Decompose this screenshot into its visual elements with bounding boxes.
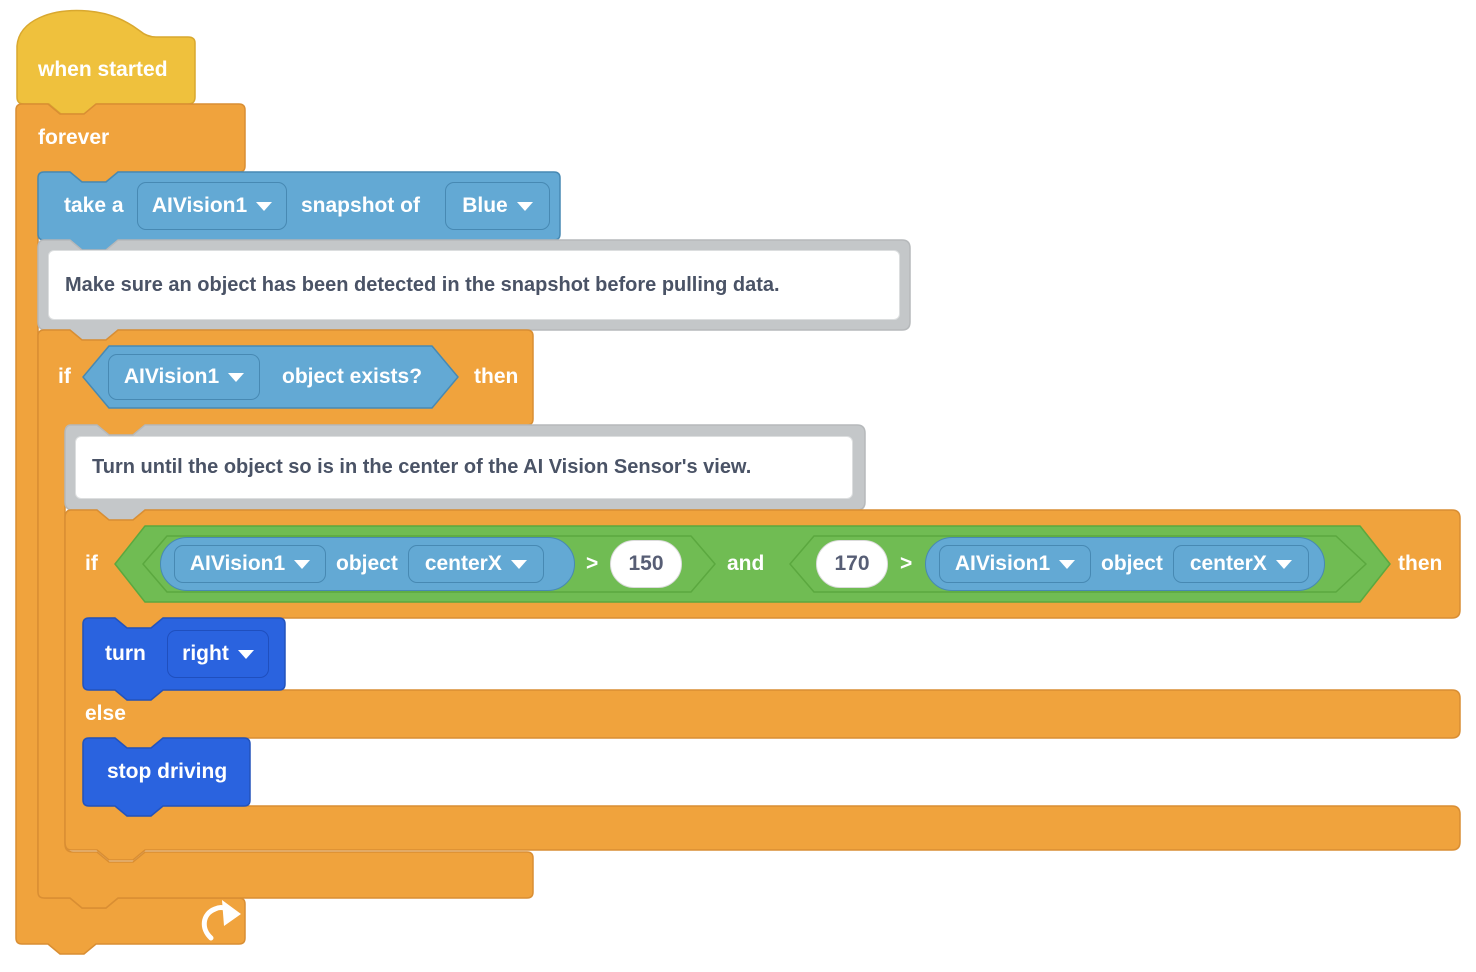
turn-label: turn xyxy=(105,642,146,665)
exists-device-label: AIVision1 xyxy=(123,365,220,388)
centerx-reporter-left[interactable]: AIVision1 object centerX xyxy=(160,537,575,591)
caret-down-icon xyxy=(510,559,527,569)
if-range-then-label: then xyxy=(1398,552,1443,575)
centerx-right-device-dropdown[interactable]: AIVision1 xyxy=(939,545,1091,583)
forever-label: forever xyxy=(38,126,110,149)
take-snapshot-take-label: take a xyxy=(64,194,124,217)
exists-device-dropdown[interactable]: AIVision1 xyxy=(108,354,260,400)
caret-down-icon xyxy=(228,372,245,382)
greater-than-left-operator: > xyxy=(586,552,599,575)
snapshot-device-dropdown[interactable]: AIVision1 xyxy=(137,182,287,230)
comment-detect-text[interactable]: Make sure an object has been detected in… xyxy=(48,250,900,320)
else-label: else xyxy=(85,702,126,725)
take-snapshot-of-label: snapshot of xyxy=(301,194,420,217)
centerx-left-object-label: object xyxy=(336,552,398,575)
caret-down-icon xyxy=(516,201,533,211)
greater-than-right-operator: > xyxy=(900,552,913,575)
object-exists-label: object exists? xyxy=(282,365,423,388)
centerx-reporter-right[interactable]: AIVision1 object centerX xyxy=(925,537,1325,591)
threshold-170-input[interactable]: 170 xyxy=(816,540,888,588)
threshold-150-input[interactable]: 150 xyxy=(610,540,682,588)
if-exists-if-label: if xyxy=(58,365,71,388)
centerx-right-object-label: object xyxy=(1101,552,1163,575)
caret-down-icon xyxy=(294,559,311,569)
centerx-right-property-label: centerX xyxy=(1189,552,1267,575)
centerx-right-property-dropdown[interactable]: centerX xyxy=(1172,545,1309,583)
loop-arrow-icon xyxy=(201,900,241,941)
turn-direction-label: right xyxy=(182,642,229,665)
snapshot-color-dropdown[interactable]: Blue xyxy=(445,182,550,230)
centerx-left-property-label: centerX xyxy=(424,552,502,575)
comment-center-text[interactable]: Turn until the object so is in the cente… xyxy=(75,436,853,499)
if-exists-then-label: then xyxy=(474,365,519,388)
stop-driving-block[interactable] xyxy=(82,737,251,817)
turn-direction-dropdown[interactable]: right xyxy=(167,630,269,678)
caret-down-icon xyxy=(256,201,273,211)
centerx-left-device-label: AIVision1 xyxy=(189,552,286,575)
snapshot-color-label: Blue xyxy=(462,194,508,217)
and-operator-label: and xyxy=(727,552,765,575)
threshold-170-value: 170 xyxy=(834,552,870,575)
when-started-label: when started xyxy=(38,58,168,81)
caret-down-icon xyxy=(1275,559,1292,569)
centerx-left-property-dropdown[interactable]: centerX xyxy=(407,545,544,583)
threshold-150-value: 150 xyxy=(628,552,664,575)
if-range-if-label: if xyxy=(85,552,98,575)
caret-down-icon xyxy=(237,649,254,659)
centerx-left-device-dropdown[interactable]: AIVision1 xyxy=(174,545,326,583)
centerx-right-device-label: AIVision1 xyxy=(954,552,1051,575)
snapshot-device-label: AIVision1 xyxy=(151,194,248,217)
stop-driving-label: stop driving xyxy=(107,760,228,783)
if-exists-block[interactable] xyxy=(37,329,534,909)
caret-down-icon xyxy=(1059,559,1076,569)
